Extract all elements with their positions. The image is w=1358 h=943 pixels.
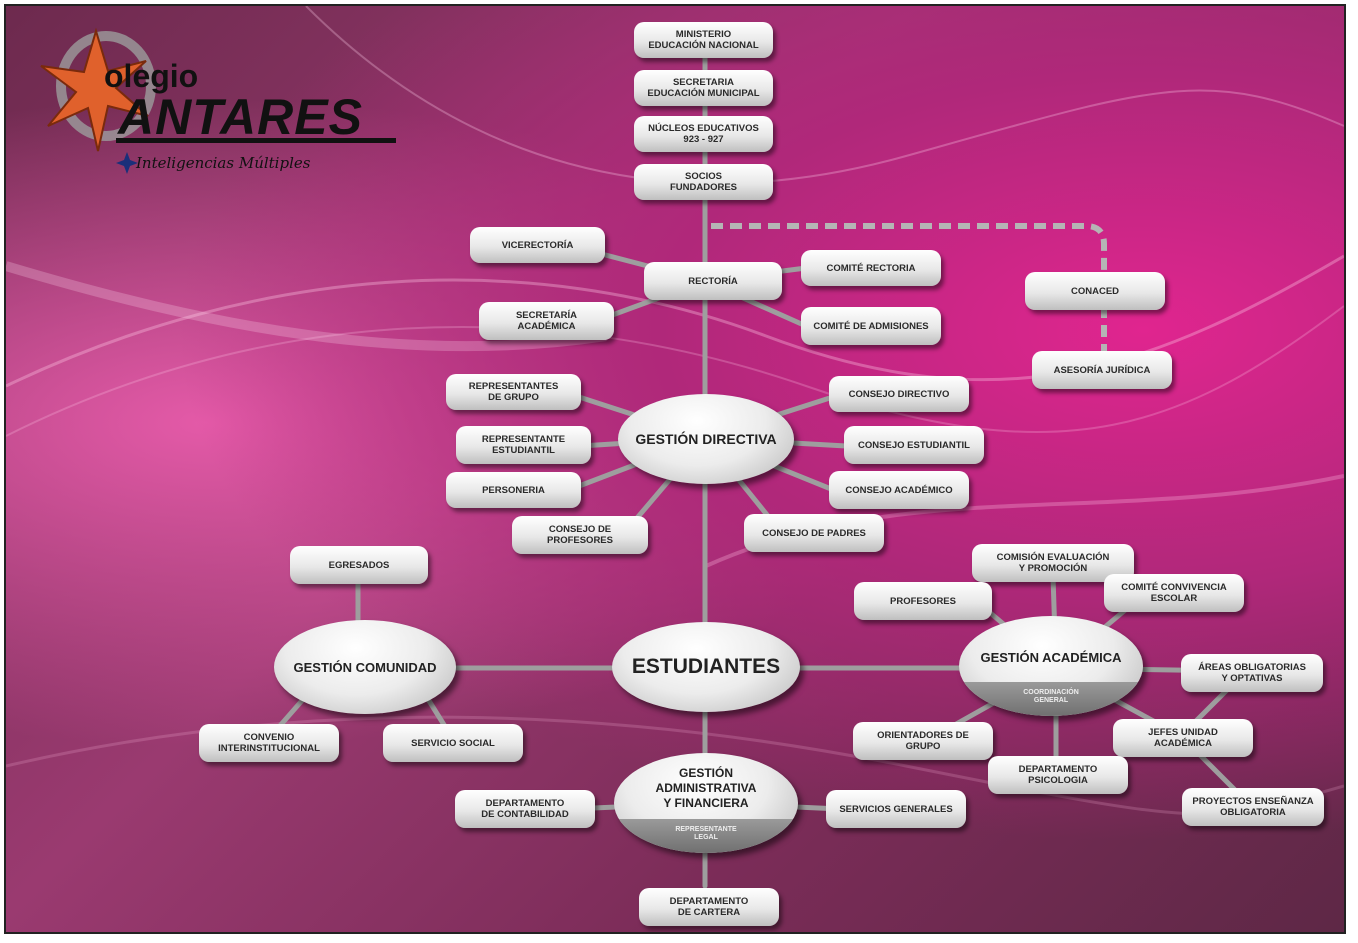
org-chart-canvas: olegio ANTARES Inteligencias Múltiples M… (6, 6, 1344, 932)
estudiantes-label: ESTUDIANTES (631, 655, 781, 678)
node-representante-estudiantil: REPRESENTANTE ESTUDIANTIL (456, 426, 591, 464)
node-secretaria-municipal: SECRETARIA EDUCACIÓN MUNICIPAL (634, 70, 773, 106)
node-comision-evaluacion: COMISIÓN EVALUACIÓN Y PROMOCIÓN (972, 544, 1134, 582)
node-socios-fundadores: SOCIOS FUNDADORES (634, 164, 773, 200)
logo-tagline: Inteligencias Múltiples (136, 154, 311, 172)
representante-legal-label: REPRESENTANTE LEGAL (614, 819, 798, 853)
node-consejo-profesores: CONSEJO DE PROFESORES (512, 516, 648, 554)
node-nucleos-educativos: NÚCLEOS EDUCATIVOS 923 - 927 (634, 116, 773, 152)
logo-word-top: olegio (104, 58, 199, 94)
gestion-academica-label: GESTIÓN ACADÉMICA (980, 649, 1122, 665)
node-areas-obligatorias: ÁREAS OBLIGATORIAS Y OPTATIVAS (1181, 654, 1323, 692)
node-gestion-administrativa: GESTIÓN ADMINISTRATIVA Y FINANCIERA REPR… (614, 753, 798, 853)
node-proyectos-ensenanza: PROYECTOS ENSEÑANZA OBLIGATORIA (1182, 788, 1324, 826)
node-orientadores-grupo: ORIENTADORES DE GRUPO (853, 722, 993, 760)
node-consejo-directivo: CONSEJO DIRECTIVO (829, 376, 969, 412)
node-secretaria-academica: SECRETARÍA ACADÉMICA (479, 302, 614, 340)
node-ministerio: MINISTERIO EDUCACIÓN NACIONAL (634, 22, 773, 58)
node-estudiantes: ESTUDIANTES (612, 622, 800, 712)
node-comite-convivencia: COMITÉ CONVIVENCIA ESCOLAR (1104, 574, 1244, 612)
node-servicio-social: SERVICIO SOCIAL (383, 724, 523, 762)
gestion-administrativa-label: GESTIÓN ADMINISTRATIVA Y FINANCIERA (655, 765, 757, 810)
coordinacion-general-label: COORDINACIÓN GENERAL (959, 682, 1143, 716)
node-gestion-directiva: GESTIÓN DIRECTIVA (618, 394, 794, 484)
node-vicerrectoria: VICERECTORÍA (470, 227, 605, 263)
node-conaced: CONACED (1025, 272, 1165, 310)
logo-underline (116, 138, 396, 143)
node-consejo-padres: CONSEJO DE PADRES (744, 514, 884, 552)
node-departamento-cartera: DEPARTAMENTO DE CARTERA (639, 888, 779, 926)
gestion-comunidad-label: GESTIÓN COMUNIDAD (293, 659, 437, 675)
node-consejo-estudiantil: CONSEJO ESTUDIANTIL (844, 426, 984, 464)
node-consejo-academico: CONSEJO ACADÉMICO (829, 471, 969, 509)
node-comite-admisiones: COMITÉ DE ADMISIONES (801, 307, 941, 345)
school-logo: olegio ANTARES Inteligencias Múltiples (36, 26, 396, 186)
node-departamento-psicologia: DEPARTAMENTO PSICOLOGIA (988, 756, 1128, 794)
node-comite-rectoria: COMITÉ RECTORIA (801, 250, 941, 286)
node-gestion-comunidad: GESTIÓN COMUNIDAD (274, 620, 456, 714)
node-rectoria: RECTORÍA (644, 262, 782, 300)
node-egresados: EGRESADOS (290, 546, 428, 584)
node-representantes-grupo: REPRESENTANTES DE GRUPO (446, 374, 581, 410)
node-profesores: PROFESORES (854, 582, 992, 620)
gestion-directiva-label: GESTIÓN DIRECTIVA (635, 431, 777, 447)
node-asesoria-juridica: ASESORÍA JURÍDICA (1032, 351, 1172, 389)
star-emblem-icon (40, 27, 156, 152)
node-jefes-unidad-academica: JEFES UNIDAD ACADÉMICA (1113, 719, 1253, 757)
node-departamento-contabilidad: DEPARTAMENTO DE CONTABILIDAD (455, 790, 595, 828)
node-convenio-interinstitucional: CONVENIO INTERINSTITUCIONAL (199, 724, 339, 762)
node-personeria: PERSONERIA (446, 472, 581, 508)
node-servicios-generales: SERVICIOS GENERALES (826, 790, 966, 828)
logo-word-main: ANTARES (118, 89, 363, 145)
small-star-icon (116, 152, 138, 174)
node-gestion-academica: GESTIÓN ACADÉMICA COORDINACIÓN GENERAL (959, 616, 1143, 716)
